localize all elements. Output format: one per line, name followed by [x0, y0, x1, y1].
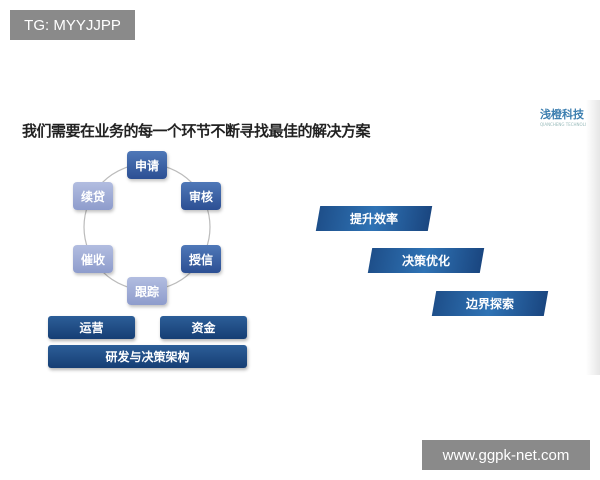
slide-title: 我们需要在业务的每一个环节不断寻找最佳的解决方案	[22, 122, 371, 140]
cycle-node-track: 跟踪	[127, 277, 167, 305]
cycle-node-apply: 申请	[127, 151, 167, 179]
slide-edge-shadow	[586, 100, 600, 375]
foundation-rd-architecture: 研发与决策架构	[48, 345, 247, 368]
goal-efficiency: 提升效率	[315, 206, 433, 231]
foundation-operations: 运营	[48, 316, 135, 339]
foundation-funding: 资金	[160, 316, 247, 339]
cycle-node-credit: 授信	[181, 245, 221, 273]
goal-boundary-exploration: 边界探索	[431, 291, 549, 316]
cycle-node-review: 审核	[181, 182, 221, 210]
watermark-top: TG: MYYJJPP	[10, 10, 135, 40]
cycle-node-renew: 续贷	[73, 182, 113, 210]
watermark-bottom: www.ggpk-net.com	[422, 440, 590, 470]
cycle-node-collect: 催收	[73, 245, 113, 273]
goal-decision-optimization: 决策优化	[367, 248, 485, 273]
